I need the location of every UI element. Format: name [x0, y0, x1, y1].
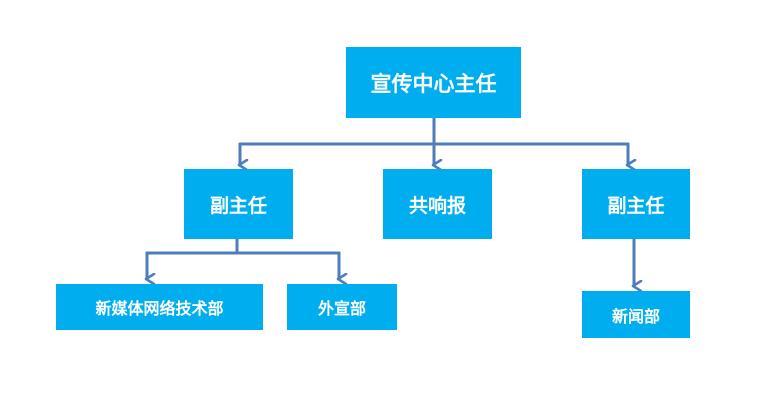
- node-deputy-director-left-label: 副主任: [209, 194, 267, 217]
- node-center-director: 宣传中心主任: [346, 47, 521, 118]
- node-gongxiangbao-label: 共响报: [408, 194, 466, 217]
- node-deputy-director-right-label: 副主任: [607, 194, 665, 217]
- node-new-media-tech-dept: 新媒体网络技术部: [56, 284, 263, 330]
- node-new-media-tech-dept-label: 新媒体网络技术部: [95, 299, 224, 318]
- node-news-dept-label: 新闻部: [611, 306, 660, 326]
- node-news-dept: 新闻部: [582, 291, 690, 338]
- node-gongxiangbao: 共响报: [383, 169, 492, 239]
- node-deputy-director-left: 副主任: [184, 169, 293, 239]
- node-center-director-label: 宣传中心主任: [370, 71, 497, 96]
- node-external-publicity-dept-label: 外宣部: [317, 299, 366, 318]
- node-deputy-director-right: 副主任: [582, 169, 690, 239]
- node-external-publicity-dept: 外宣部: [287, 284, 397, 330]
